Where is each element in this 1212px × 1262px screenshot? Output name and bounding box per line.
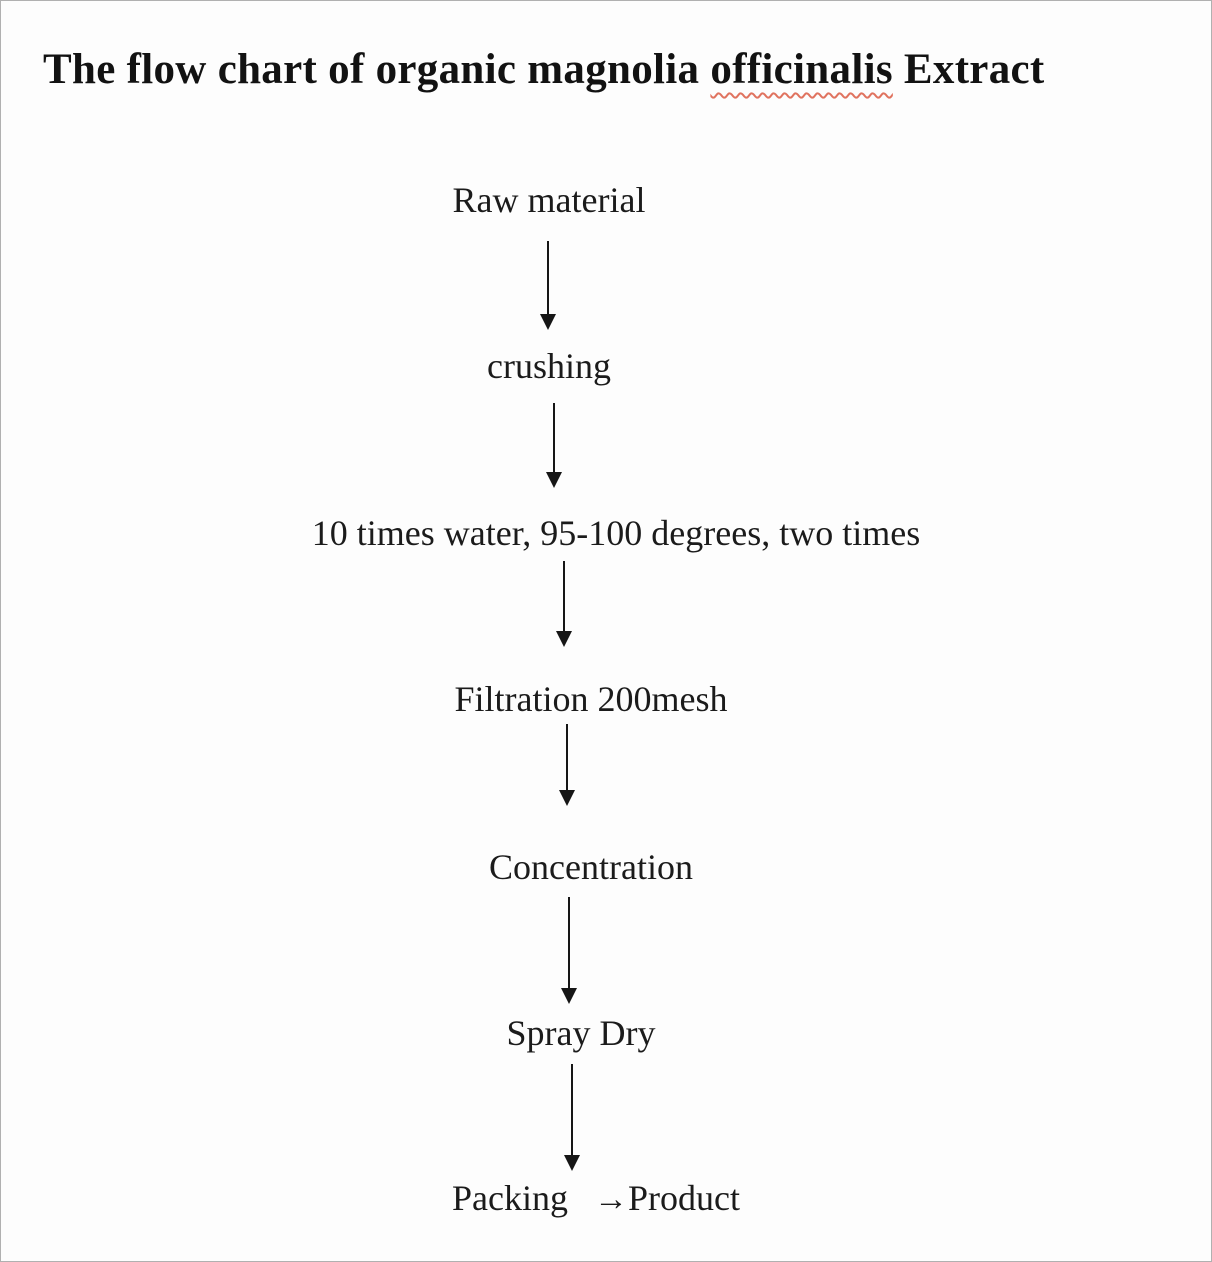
title-misspelled-word: officinalis	[710, 46, 893, 93]
flow-step-concentration: Concentration	[489, 847, 693, 887]
flow-step-packing-product: Packing →Product	[452, 1178, 740, 1219]
flow-step-spray-dry: Spray Dry	[506, 1013, 656, 1053]
page-title: The flow chart of organic magnolia offic…	[43, 45, 1045, 94]
right-arrow: →	[593, 1181, 628, 1218]
flow-step-filtration: Filtration 200mesh	[454, 679, 728, 719]
down-arrow	[563, 561, 565, 632]
down-arrow	[566, 724, 568, 791]
packing-label: Packing	[452, 1178, 568, 1218]
product-label: Product	[627, 1178, 740, 1218]
down-arrow	[553, 403, 555, 473]
down-arrow	[547, 241, 549, 315]
flow-step-extraction: 10 times water, 95-100 degrees, two time…	[311, 513, 921, 553]
flow-step-crushing: crushing	[487, 346, 611, 386]
title-prefix: The flow chart of organic magnolia	[43, 46, 711, 93]
down-arrow	[568, 897, 570, 989]
down-arrow	[571, 1064, 573, 1156]
flow-step-raw-material: Raw material	[452, 180, 646, 220]
title-suffix: Extract	[892, 46, 1045, 93]
